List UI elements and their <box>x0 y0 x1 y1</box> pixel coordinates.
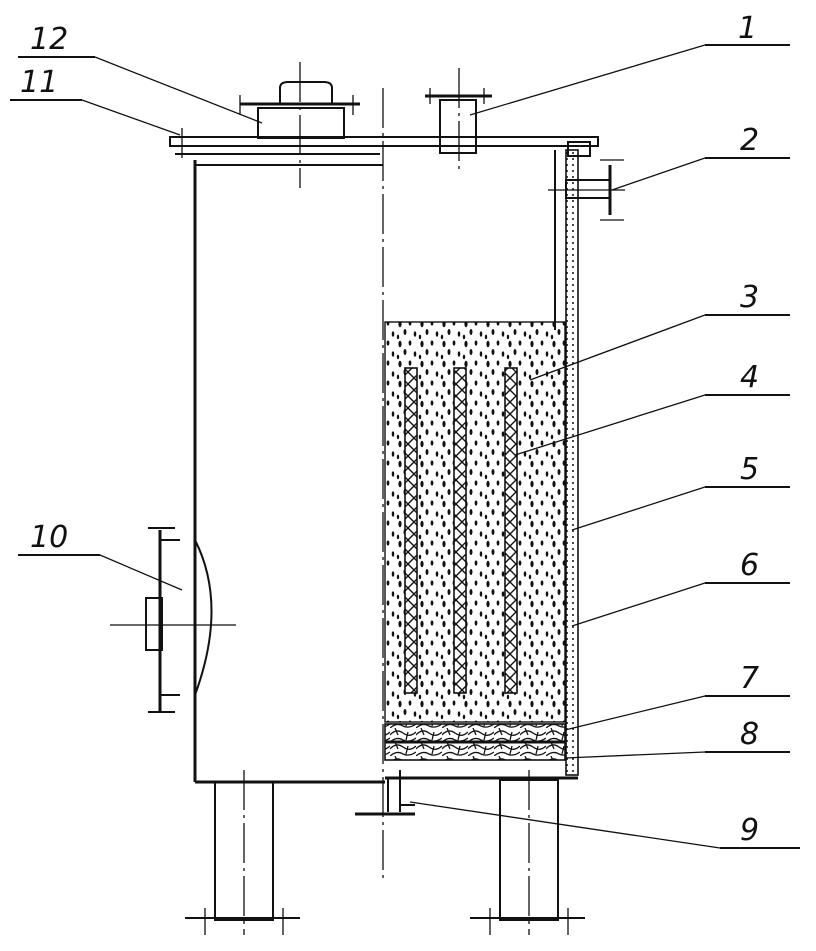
callout-label: 4 <box>740 360 759 395</box>
callout-10: 10 <box>18 520 183 591</box>
callout-label: 7 <box>740 661 759 696</box>
callout-1: 1 <box>469 11 790 116</box>
callout-8: 8 <box>564 717 790 759</box>
callout-4: 4 <box>514 360 790 456</box>
tank-exterior-view <box>110 160 385 935</box>
callout-12: 12 <box>18 22 263 124</box>
callout-label: 5 <box>740 452 759 487</box>
callout-7: 7 <box>564 661 790 731</box>
callout-label: 3 <box>740 280 759 315</box>
callout-label: 12 <box>30 22 68 57</box>
callout-label: 1 <box>738 11 757 46</box>
callout-label: 10 <box>30 520 68 555</box>
callout-label: 11 <box>20 65 58 100</box>
callout-5: 5 <box>571 452 790 531</box>
callout-label: 9 <box>740 813 759 848</box>
callout-label: 2 <box>740 123 759 158</box>
callout-11: 11 <box>10 65 181 136</box>
tank-top-cover <box>169 62 599 188</box>
tank-section-view <box>355 141 625 935</box>
callout-3: 3 <box>529 280 790 381</box>
callout-label: 6 <box>740 548 759 583</box>
callout-2: 2 <box>611 123 790 191</box>
callout-label: 8 <box>740 717 759 752</box>
callout-6: 6 <box>571 548 790 627</box>
callout-9: 9 <box>409 801 800 849</box>
